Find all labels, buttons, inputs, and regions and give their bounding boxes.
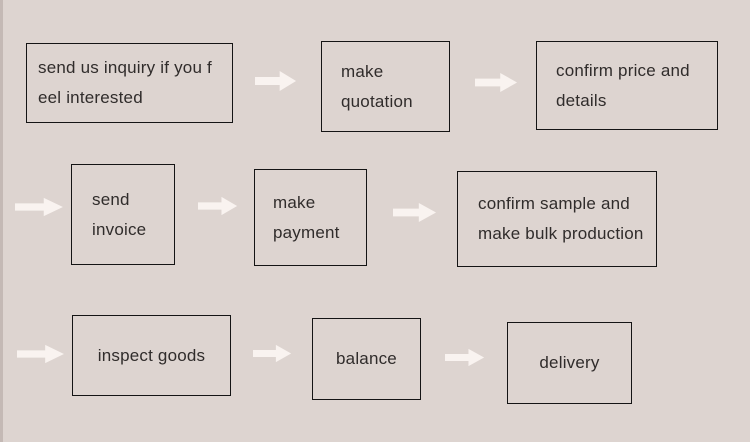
flow-step-label: eel interested (38, 88, 143, 107)
flow-step-label: make bulk production (478, 224, 644, 243)
flow-step-label: balance (336, 349, 397, 368)
flow-step-label: send (92, 189, 130, 209)
flow-step-delivery: delivery (507, 322, 632, 404)
flow-step-label: make (341, 61, 384, 81)
flow-step-label: invoice (92, 219, 147, 239)
flow-step-label: quotation (341, 91, 413, 111)
flow-step-label: inspect goods (97, 345, 206, 365)
right-arrow-icon (17, 344, 65, 364)
flow-step-label: delivery (539, 353, 600, 372)
right-arrow-icon (393, 202, 437, 223)
flow-step-label: make (273, 192, 316, 212)
right-arrow-icon (15, 197, 64, 217)
right-arrow-icon (475, 72, 518, 93)
right-arrow-icon (255, 70, 297, 92)
flow-step-confirm-price: confirm price and details (536, 41, 718, 130)
flow-step-confirm-sample: confirm sample and make bulk production (457, 171, 657, 267)
flow-step-label: payment (273, 222, 340, 242)
flow-step-send-invoice: send invoice (71, 164, 175, 265)
right-arrow-icon (253, 344, 292, 363)
flow-step-label: confirm sample and (478, 194, 630, 213)
flow-step-inspect-goods: inspect goods (72, 315, 231, 396)
flow-step-make-quotation: make quotation (321, 41, 450, 132)
flow-step-label: details (556, 90, 607, 110)
right-arrow-icon (445, 348, 485, 367)
flow-step-label: send us inquiry if you f (38, 58, 212, 77)
flow-step-balance: balance (312, 318, 421, 400)
flow-step-label: confirm price and (556, 60, 690, 80)
flow-step-make-payment: make payment (254, 169, 367, 266)
right-arrow-icon (198, 196, 238, 216)
flow-step-send-inquiry: send us inquiry if you f eel interested (26, 43, 233, 123)
